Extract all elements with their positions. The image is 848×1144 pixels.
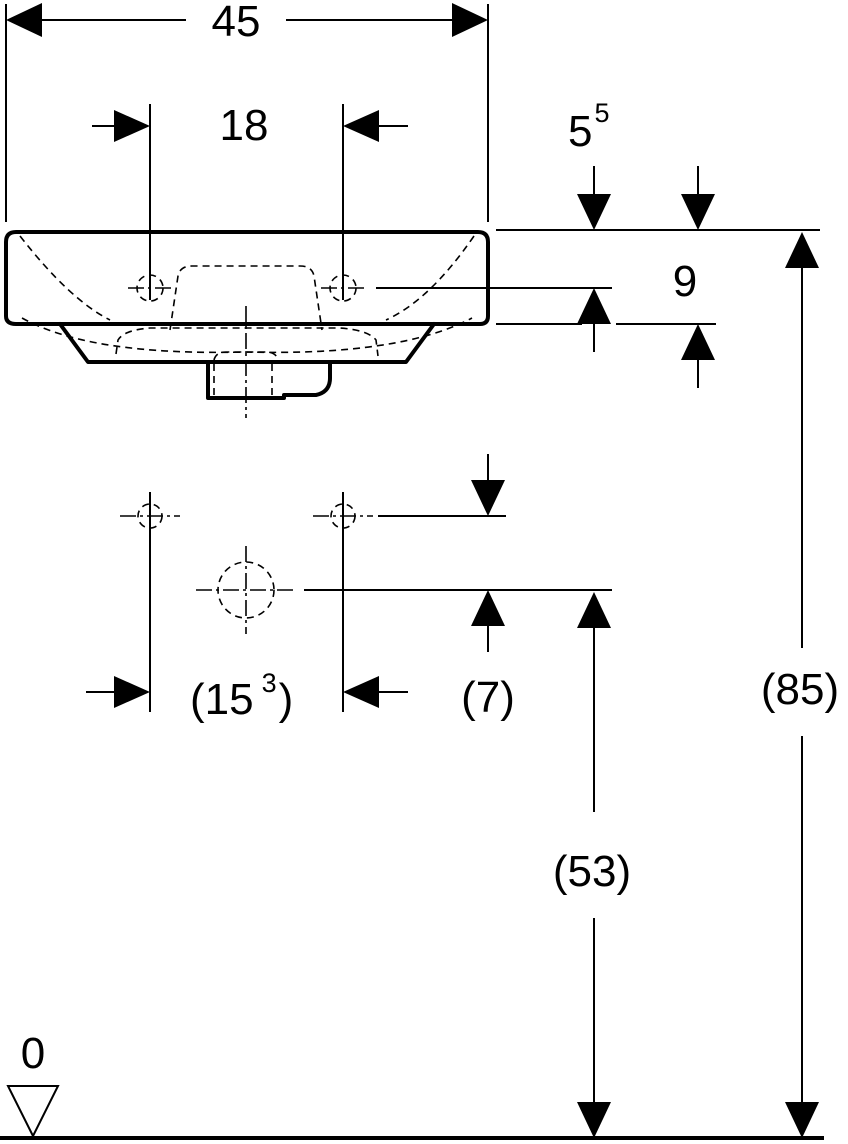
- arrow-down-icon: [577, 1102, 611, 1138]
- arrow-down-icon: [681, 194, 715, 230]
- arrow-down-icon: [471, 480, 505, 516]
- rim-total-height-dimension: (85): [761, 232, 839, 1138]
- arrow-right-icon: [114, 110, 150, 142]
- arrow-up-icon: [471, 590, 505, 626]
- arrow-up-icon: [577, 592, 611, 628]
- waste-height-label: (53): [553, 847, 631, 896]
- arrow-left-icon: [343, 676, 379, 708]
- overall-width-dimension: 45: [5, 0, 489, 222]
- tap-hole-spacing-dimension: 18: [92, 101, 408, 300]
- tap-hole-spacing-label: 18: [220, 101, 269, 150]
- basin-rim: [4, 230, 490, 326]
- arrow-left-icon: [6, 3, 42, 37]
- arrow-down-icon: [785, 1102, 819, 1138]
- arrow-left-icon: [343, 110, 379, 142]
- waste-outlet: [206, 360, 332, 400]
- basin-lower-body: [58, 322, 436, 364]
- rim-offset-label: 55: [568, 98, 610, 156]
- arrow-right-icon: [452, 3, 488, 37]
- wall-offset-label: (7): [461, 673, 515, 722]
- rim-height-dimension: 9: [577, 257, 715, 388]
- floor-level-label: 0: [21, 1029, 45, 1078]
- wall-offset-dimension: (7): [461, 454, 515, 722]
- waste-height-dimension: (53): [553, 592, 631, 1138]
- arrow-up-icon: [785, 232, 819, 268]
- rim-total-height-label: (85): [761, 665, 839, 714]
- washbasin-elevation: [4, 230, 490, 418]
- rim-height-label: 9: [673, 257, 697, 306]
- wall-connections: [120, 492, 612, 712]
- arrow-right-icon: [114, 676, 150, 708]
- arrow-up-icon: [681, 324, 715, 360]
- arrow-down-icon: [577, 194, 611, 230]
- rim-offset-dimension: 55: [568, 98, 715, 230]
- level-marker-triangle-icon: [6, 1085, 60, 1139]
- overall-width-label: 45: [212, 0, 261, 46]
- arrow-up-icon: [577, 288, 611, 324]
- floor-level: 0: [0, 1029, 824, 1140]
